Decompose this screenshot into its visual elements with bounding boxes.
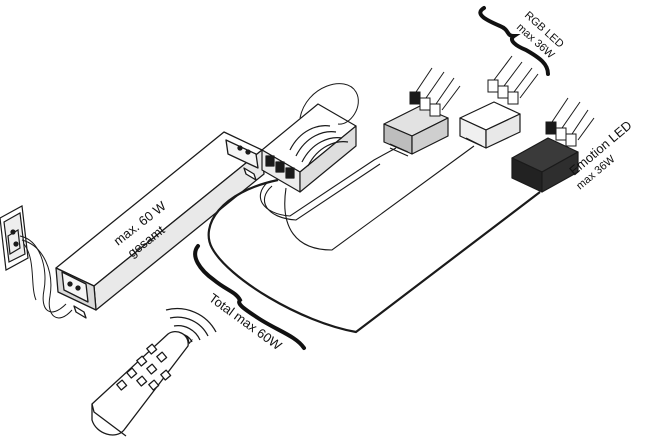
emotion-connectors bbox=[545, 97, 595, 147]
distributor-box-emotion bbox=[511, 137, 579, 193]
remote-control-icon bbox=[91, 331, 189, 437]
distributor-box-white bbox=[459, 101, 521, 149]
rgb-connectors-2 bbox=[487, 55, 539, 105]
led-driver bbox=[55, 131, 265, 319]
rgb-connectors-1 bbox=[409, 67, 461, 117]
mains-cable bbox=[19, 235, 73, 319]
rgb-brace bbox=[478, 6, 550, 76]
total-brace bbox=[193, 244, 306, 350]
wireless-signal-icon bbox=[165, 307, 217, 343]
output-cables bbox=[207, 145, 541, 334]
loop-cable bbox=[299, 83, 359, 125]
controller-hub bbox=[261, 103, 357, 193]
wall-socket-icon bbox=[0, 205, 29, 271]
